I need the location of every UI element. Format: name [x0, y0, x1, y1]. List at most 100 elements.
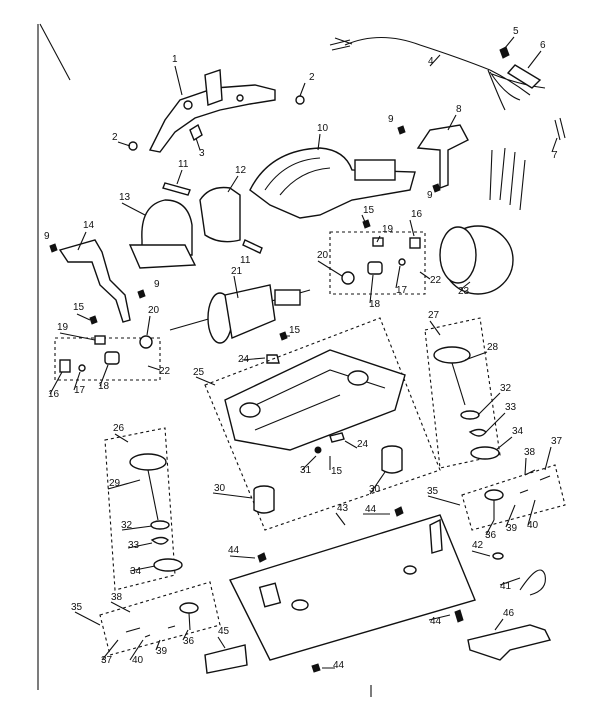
- part-3-clip: [189, 123, 203, 142]
- part-19-clip: [372, 237, 384, 247]
- callout-label-38: 38: [111, 592, 123, 603]
- part-11-screw: [242, 239, 263, 254]
- part-35-lever-group: [99, 581, 221, 656]
- part-42-washer: [492, 552, 504, 560]
- part-15-screw: [89, 315, 98, 325]
- callout-label-22: 22: [430, 275, 442, 286]
- callout-label-11: 11: [240, 255, 251, 266]
- callout-label-9: 9: [427, 190, 433, 201]
- callout-label-44: 44: [430, 616, 442, 627]
- callout-label-15: 15: [363, 205, 375, 216]
- part-46-lever: [467, 624, 552, 661]
- callout-label-33: 33: [505, 402, 517, 413]
- callout-label-22: 22: [159, 366, 171, 377]
- callout-label-41: 41: [500, 581, 512, 592]
- part-44-screw: [394, 506, 404, 517]
- callout-label-35: 35: [427, 486, 439, 497]
- callout-label-16: 16: [411, 209, 423, 220]
- callout-label-5: 5: [513, 26, 519, 37]
- part-14-bracket: [58, 239, 131, 323]
- callout-label-33: 33: [128, 540, 140, 551]
- part-43-base-plate: [229, 514, 476, 661]
- callout-label-6: 6: [540, 40, 546, 51]
- part-16-holder: [409, 237, 421, 249]
- callout-label-30: 30: [214, 483, 226, 494]
- callout-label-46: 46: [503, 608, 515, 619]
- part-31-screw: [314, 446, 322, 454]
- part-27-gear-assembly: [424, 317, 501, 469]
- part-35-lever-group: [461, 464, 566, 531]
- part-41-spring: [519, 569, 546, 596]
- part-15-screw: [362, 219, 371, 229]
- part-23-field: [439, 147, 526, 295]
- callout-label-9: 9: [44, 231, 50, 242]
- part-13-guard: [128, 199, 197, 269]
- part-15-screw: [279, 331, 288, 341]
- part-2-screw: [128, 141, 138, 151]
- part-30-bushing: [381, 445, 403, 474]
- callout-label-44: 44: [228, 545, 240, 556]
- callout-label-38: 38: [524, 447, 536, 458]
- callout-label-15: 15: [289, 325, 301, 336]
- part-20-cap: [341, 271, 355, 285]
- callout-label-24: 24: [238, 354, 250, 365]
- callout-label-13: 13: [119, 192, 131, 203]
- part-17-spring: [78, 364, 86, 372]
- callout-label-27: 27: [428, 310, 440, 321]
- callout-label-2: 2: [112, 132, 118, 143]
- callout-label-30: 30: [369, 484, 381, 495]
- part-25-base-housing: [204, 317, 441, 531]
- callout-label-3: 3: [199, 148, 205, 159]
- part-9-screw: [137, 289, 146, 299]
- callout-label-37: 37: [101, 655, 113, 666]
- callout-label-35: 35: [71, 602, 83, 613]
- part-7-terminals: [554, 117, 566, 141]
- part-9-screw: [49, 243, 58, 253]
- part-11-screw: [162, 182, 191, 196]
- callout-label-32: 32: [121, 520, 133, 531]
- part-20-cap: [139, 335, 153, 349]
- part-9-screw: [432, 183, 441, 193]
- callout-label-29: 29: [109, 478, 121, 489]
- callout-label-9: 9: [154, 279, 160, 290]
- callout-label-8: 8: [456, 104, 462, 115]
- part-19-clip: [94, 335, 106, 345]
- part-44-screw: [454, 609, 464, 623]
- callout-label-15: 15: [331, 466, 343, 477]
- callout-label-19: 19: [57, 322, 69, 333]
- callout-label-15: 15: [73, 302, 85, 313]
- part-44-screw: [257, 552, 267, 563]
- part-1-bracket: [148, 69, 276, 153]
- callout-label-2: 2: [309, 72, 315, 83]
- callout-label-20: 20: [317, 250, 329, 261]
- part-18-brush: [367, 261, 383, 275]
- callout-label-4: 4: [428, 56, 434, 67]
- callout-label-34: 34: [130, 566, 142, 577]
- callout-label-1: 1: [172, 54, 178, 65]
- callout-label-19: 19: [382, 224, 394, 235]
- part-16-holder: [59, 359, 71, 373]
- callout-label-40: 40: [132, 655, 144, 666]
- callout-label-25: 25: [193, 367, 205, 378]
- callout-label-39: 39: [506, 523, 518, 534]
- callout-label-17: 17: [396, 285, 408, 296]
- callout-label-21: 21: [231, 266, 243, 277]
- callout-label-16: 16: [48, 389, 60, 400]
- part-10-housing: [249, 147, 416, 219]
- callout-label-40: 40: [527, 520, 539, 531]
- callout-label-42: 42: [472, 540, 484, 551]
- part-44-screw: [311, 663, 321, 673]
- part-18-brush: [104, 351, 120, 365]
- part-24-clip: [329, 432, 345, 443]
- callout-label-7: 7: [552, 150, 558, 161]
- callout-label-14: 14: [83, 220, 95, 231]
- callout-label-39: 39: [156, 646, 168, 657]
- callout-label-28: 28: [487, 342, 499, 353]
- part-26-gear-assembly: [104, 427, 183, 591]
- callout-label-11: 11: [178, 159, 189, 170]
- callout-label-17: 17: [74, 385, 86, 396]
- margin-accent: [39, 23, 71, 81]
- brush-group-box: [54, 337, 161, 381]
